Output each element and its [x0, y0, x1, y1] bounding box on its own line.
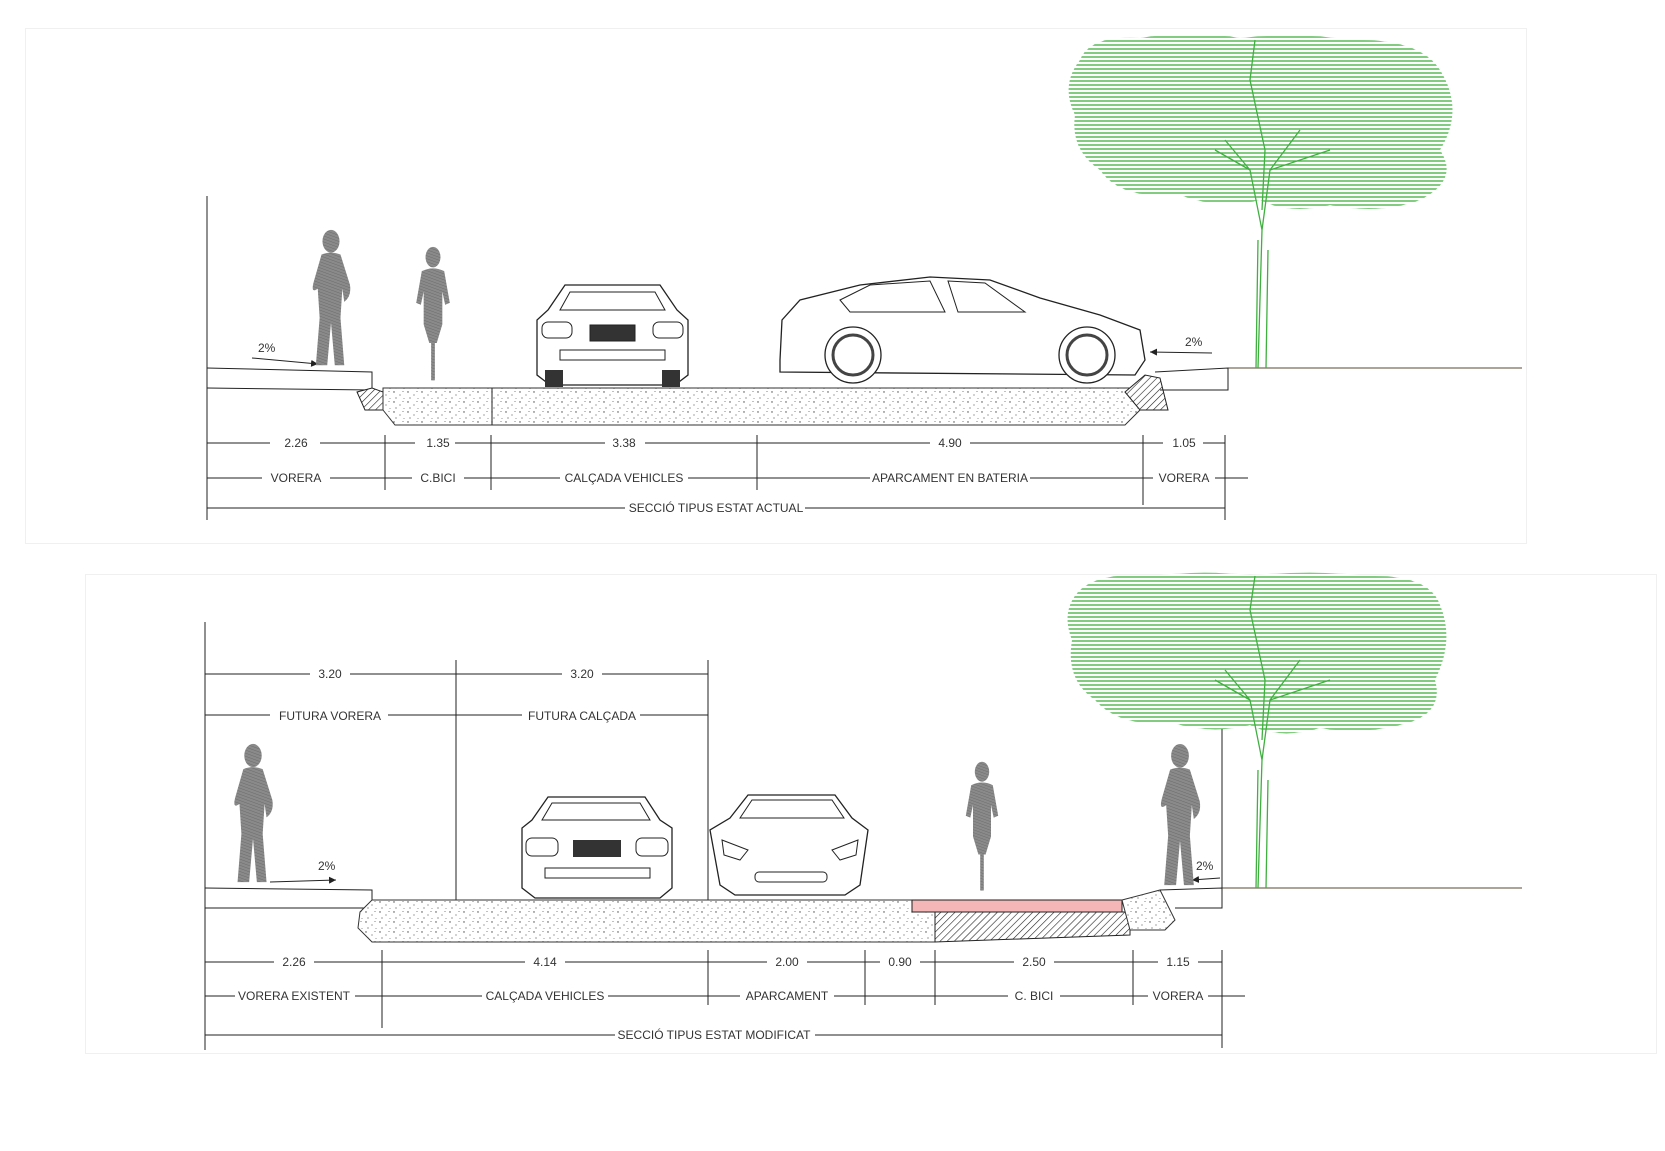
dim-bike-lane-2: 2.50 [1022, 955, 1046, 969]
zone-roadway: CALÇADA VEHICLES [565, 471, 684, 485]
slope-label-right: 2% [1185, 335, 1203, 349]
pedestrian-silhouette-right [1160, 743, 1201, 886]
car-front-view-tesla [709, 794, 869, 896]
slope-label-right-2: 2% [1196, 859, 1214, 873]
dim-roadway: 3.38 [612, 436, 636, 450]
dim-parking: 4.90 [938, 436, 962, 450]
slope-label-left-2: 2% [318, 859, 336, 873]
section-title-modified: SECCIÓ TIPUS ESTAT MODIFICAT [618, 1027, 812, 1042]
zone-row-2: VORERA EXISTENT CALÇADA VEHICLES APARCAM… [205, 988, 1245, 1003]
zone-future-sidewalk: FUTURA VORERA [279, 709, 381, 723]
slope-arrow-right [1149, 348, 1213, 356]
right-curb [1124, 374, 1169, 411]
dim-future-roadway: 3.20 [570, 667, 594, 681]
right-curb-2 [1121, 889, 1176, 931]
pedestrian-silhouette [312, 229, 351, 366]
zone-sidewalk-left: VORERA [271, 471, 322, 485]
section-title-current: SECCIÓ TIPUS ESTAT ACTUAL [629, 500, 804, 515]
dim-buffer: 0.90 [888, 955, 912, 969]
zone-bike-lane-2: C. BICI [1015, 989, 1054, 1003]
dim-future-sidewalk: 3.20 [318, 667, 342, 681]
dim-roadway-2: 4.14 [533, 955, 557, 969]
dim-sidewalk-left: 2.26 [284, 436, 308, 450]
dim-existing-sidewalk: 2.26 [282, 955, 306, 969]
zone-future-roadway: FUTURA CALÇADA [528, 709, 636, 723]
road-pavement [382, 387, 1141, 426]
dim-sidewalk-right: 1.05 [1172, 436, 1196, 450]
dim-sidewalk-right-2: 1.15 [1166, 955, 1190, 969]
dim-parking-2: 2.00 [775, 955, 799, 969]
slope-label-left: 2% [258, 341, 276, 355]
dimension-row: 2.26 1.35 3.38 4.90 1.05 [206, 435, 1226, 520]
tree-illustration [1068, 34, 1453, 369]
zone-row: VORERA C.BICI CALÇADA VEHICLES APARCAMEN… [207, 470, 1248, 485]
right-sidewalk-2 [1159, 887, 1223, 909]
zone-existing-sidewalk: VORERA EXISTENT [238, 989, 351, 1003]
zone-sidewalk-right: VORERA [1159, 471, 1210, 485]
left-sidewalk [206, 367, 373, 391]
zone-sidewalk-right-2: VORERA [1153, 989, 1204, 1003]
car-side-view [779, 276, 1146, 384]
right-sidewalk [1154, 367, 1229, 391]
zone-parking: APARCAMENT EN BATERIA [872, 471, 1028, 485]
car-front-view [536, 284, 689, 387]
dim-bike-lane: 1.35 [426, 436, 450, 450]
car-front-view-2 [521, 796, 673, 899]
cyclist-silhouette [416, 246, 450, 381]
modified-section: 3.20 3.20 FUTURA VORERA FUTURA CALÇADA 2… [204, 572, 1522, 1050]
current-section: 2% 2% [206, 34, 1522, 520]
cyclist-silhouette-2 [965, 761, 999, 891]
zone-parking-2: APARCAMENT [746, 989, 829, 1003]
zone-roadway-2: CALÇADA VEHICLES [486, 989, 605, 1003]
tree-illustration-2 [1067, 572, 1447, 889]
bike-lane-surface [911, 899, 1123, 913]
left-sidewalk-2 [204, 887, 373, 909]
road-pavement-2 [357, 899, 936, 943]
slope-arrow-left [251, 357, 319, 367]
bike-lane-base [934, 911, 1131, 943]
zone-bike-lane: C.BICI [420, 471, 455, 485]
pedestrian-silhouette-left [234, 743, 273, 883]
dimension-row-2: 2.26 4.14 2.00 0.90 2.50 1.15 [204, 950, 1223, 1048]
